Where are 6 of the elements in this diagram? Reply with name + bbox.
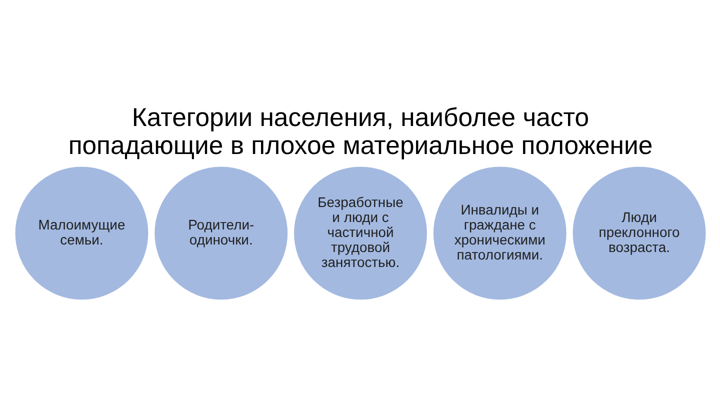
node-circle: Инвалиды и граждане с хроническими патологиями.: [430, 164, 568, 302]
node-circle: Безработные и люди с частичной трудовой занятостью.: [291, 164, 429, 302]
node-circle: Малоимущие семьи.: [12, 164, 150, 302]
node-circle: Родители-одиночки.: [152, 164, 290, 302]
node-circle: Люди преклонного возраста.: [570, 164, 708, 302]
diagram-title: Категории населения, наиболее часто попадающие в плохое материальное положение: [68, 104, 652, 160]
